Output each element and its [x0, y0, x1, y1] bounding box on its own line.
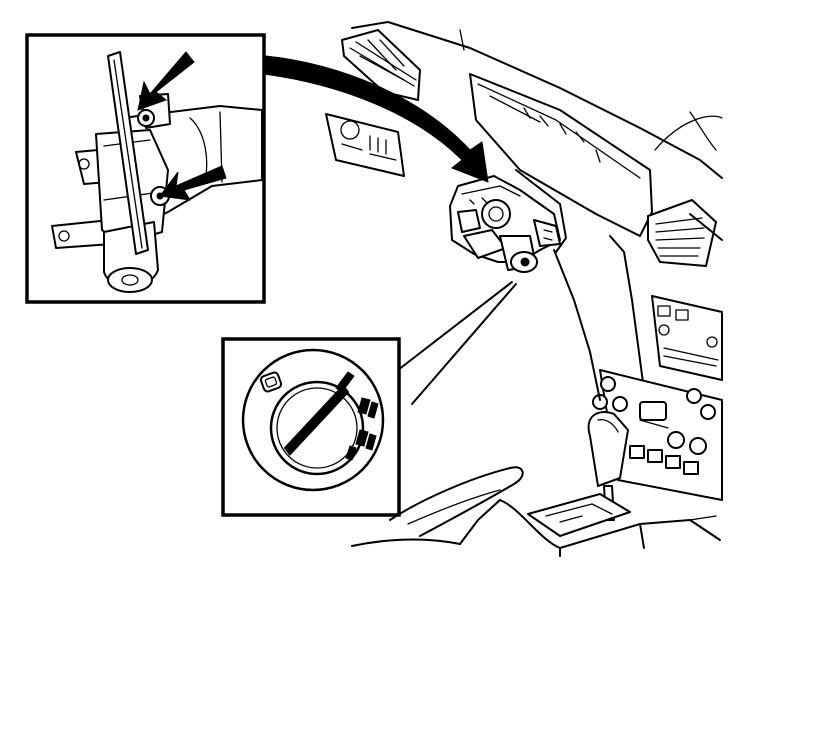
ignition-cylinder-detail-inset — [221, 281, 517, 517]
light-switch-panel — [325, 113, 405, 177]
steering-column-detail-inset — [25, 33, 266, 304]
radio-unit — [651, 295, 723, 381]
bolt-arrow-lower-icon — [159, 165, 227, 201]
left-air-vent-icon — [341, 29, 421, 101]
climate-control-panel — [592, 369, 723, 501]
seat-cushion — [351, 466, 524, 547]
ignition-switch-assembly — [449, 175, 561, 273]
gear-shifter — [527, 411, 631, 537]
ignition-key-cylinder-icon — [241, 348, 385, 492]
dashboard-scene — [325, 21, 723, 557]
pointer-arrow-icon — [263, 55, 489, 183]
right-air-vent-icon — [647, 199, 717, 267]
bolt-arrow-upper-icon — [137, 51, 195, 111]
